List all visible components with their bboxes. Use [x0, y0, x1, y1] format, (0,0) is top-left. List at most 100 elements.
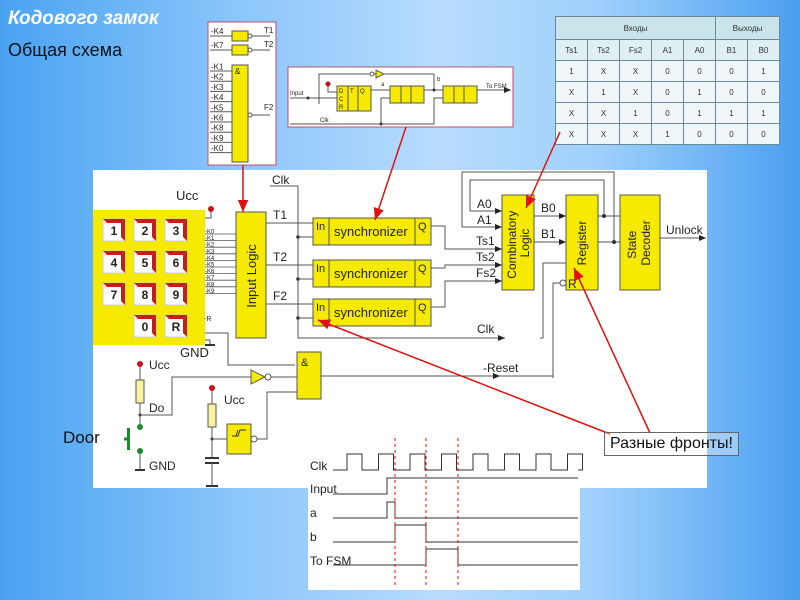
timing-label: To FSM [310, 554, 351, 568]
key-line-label: -K3 [205, 249, 215, 255]
sync-q-label: Q [418, 302, 427, 314]
ts-line [431, 278, 502, 308]
key-3[interactable]: 3 [164, 218, 188, 242]
key-label: 8 [142, 288, 149, 302]
schmitt-trigger [226, 423, 252, 455]
input-logic-label: Input Logic [244, 244, 259, 308]
key-5[interactable]: 5 [133, 250, 157, 274]
key-8[interactable]: 8 [133, 282, 157, 306]
waveform-to-fsm [333, 548, 578, 566]
sync-q-label: Q [418, 221, 427, 233]
key-6[interactable]: 6 [164, 250, 188, 274]
ts-label-Fs2: Fs2 [476, 266, 496, 280]
key-line-label: -K9 [205, 289, 215, 295]
timing-label: Clk [310, 459, 328, 473]
key-label: 0 [142, 320, 149, 334]
truth-table-header: Ts1 Ts2 Fs2 A1 A0 B1 B0 [555, 39, 780, 61]
col-header: A0 [683, 39, 716, 61]
key-line-label: -K4 [205, 256, 215, 262]
reset-line-label: -R [204, 316, 211, 323]
sync-in-label: In [316, 221, 325, 233]
ff-t-label: T [350, 89, 354, 95]
clk-register-label: Clk [477, 322, 495, 336]
ts-line [431, 262, 502, 269]
comb-line-1: Combinatory [505, 211, 519, 279]
sync-label: synchronizer [334, 305, 408, 320]
sync-in-label: In [316, 263, 325, 275]
slide-title: Кодового замок [8, 8, 159, 29]
sync-input-label: Input [290, 91, 304, 97]
door-switch[interactable] [127, 428, 130, 450]
flip-flop-1 [336, 85, 372, 112]
output-t2-label: T2 [264, 40, 274, 49]
key-line-label: -K1 [205, 236, 215, 242]
key-2[interactable]: 2 [133, 218, 157, 242]
key-0[interactable]: 0 [133, 314, 157, 338]
combinatory-logic-label: Combinatory Logic [505, 207, 532, 278]
door-node-label: Do [149, 401, 165, 415]
nand-gate [231, 44, 249, 56]
k-input-label: -K5 [211, 103, 224, 112]
inverter [250, 369, 267, 385]
ucc-rc-label: Ucc [224, 393, 245, 407]
sync-label: synchronizer [334, 224, 408, 239]
nand-gate [231, 30, 249, 42]
ff-q-label: Q [360, 89, 365, 95]
annotation-arrows [237, 126, 651, 435]
arrow-synchronizer [373, 126, 407, 221]
col-header: B0 [747, 39, 780, 61]
a1-label: A1 [477, 213, 492, 227]
comb-line-2: Logic [518, 229, 532, 258]
input-logic-block [235, 211, 267, 339]
slide-subtitle: Общая схема [8, 40, 123, 60]
key-1[interactable]: 1 [102, 218, 126, 242]
key-label: 6 [173, 256, 180, 270]
callout-box: Разные фронты! [604, 432, 739, 456]
input-logic-detail: -K1-K2-K3-K4-K5-K6-K8-K9-K0 -K4 -K7 T1 T… [207, 21, 277, 166]
key-line-label: -K5 [205, 263, 215, 269]
key-line-label: -K0 [205, 230, 215, 236]
ucc-rc-terminal [209, 385, 215, 391]
resistor [135, 379, 145, 404]
gnd-door-label: GND [149, 459, 176, 473]
ts-label-Ts1: Ts1 [476, 234, 495, 248]
k-input-label: -K2 [211, 73, 224, 82]
group-inputs: Входы [555, 16, 716, 40]
state-decoder-block [619, 194, 661, 291]
k-input-label: -K3 [211, 83, 224, 92]
arrow-comb-logic [525, 131, 561, 209]
timing-label: a [310, 506, 317, 520]
clk-label: Clk [272, 173, 290, 187]
key-label: 5 [142, 256, 149, 270]
k-input-label: -K7 [211, 41, 224, 50]
key-7[interactable]: 7 [102, 282, 126, 306]
signal-a-label: a [381, 82, 385, 88]
ucc-terminal [208, 206, 214, 212]
door-switch-contact [137, 448, 143, 454]
synchronizer-detail: D T Q C R Input Clk a b To FSM [287, 66, 514, 128]
timing-label: b [310, 530, 317, 544]
waveform-b [333, 524, 578, 543]
key-label: 4 [111, 256, 118, 270]
k-input-label: -K1 [211, 63, 224, 72]
key-9[interactable]: 9 [164, 282, 188, 306]
key-R[interactable]: R [164, 314, 188, 338]
key-label: 7 [111, 288, 118, 302]
k-input-label: -K4 [211, 93, 224, 102]
key-4[interactable]: 4 [102, 250, 126, 274]
door-switch-contact [137, 424, 143, 430]
k-input-label: -K4 [211, 27, 224, 36]
state-decoder-line-2: Decoder [639, 220, 653, 265]
signal-label-T1: T1 [273, 208, 287, 222]
cell: X [619, 123, 652, 145]
combinatory-logic-block [501, 194, 535, 291]
gnd-label: GND [180, 345, 209, 360]
state-decoder-label: State Decoder [625, 220, 653, 265]
key-line-label: -K6 [205, 269, 215, 275]
